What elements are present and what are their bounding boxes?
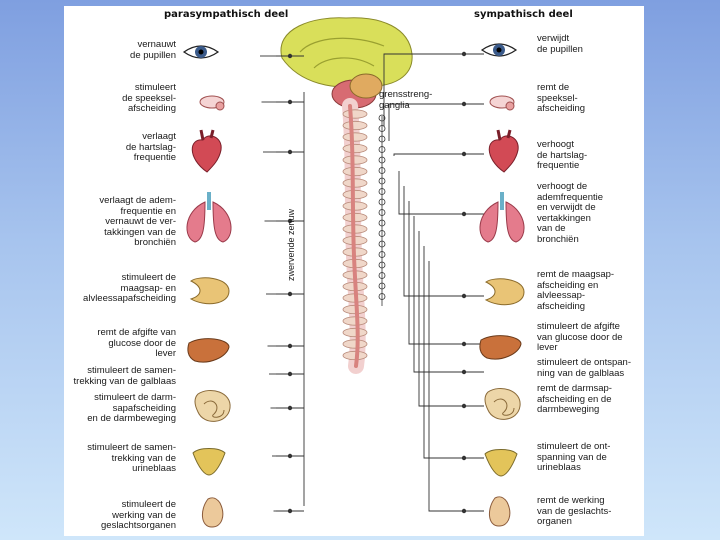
parasympathetic-header: parasympathisch deel	[164, 9, 289, 20]
para-label-saliva: stimuleert de speeksel- afscheiding	[122, 82, 176, 114]
vertebra	[342, 327, 368, 338]
symp-nerve-line	[423, 246, 484, 459]
symp-nerve-line	[403, 186, 484, 297]
symp-label-saliva: remt de speeksel- afscheiding	[537, 82, 586, 114]
para-lungs-icon	[186, 201, 206, 243]
symp-ganglion-dot	[461, 151, 467, 157]
para-genital-icon	[202, 497, 224, 528]
para-label-heart: verlaagt de hartslag- frequentie	[125, 131, 176, 163]
para-label-gallbladder: stimuleert de samen- trekking van de gal…	[73, 365, 176, 387]
vertebra	[342, 143, 368, 154]
vertebra	[342, 155, 368, 165]
para-ganglion-dot	[287, 343, 293, 349]
symp-genital-icon	[489, 496, 511, 527]
para-ganglion-dot	[287, 291, 293, 297]
para-intestine-icon	[194, 390, 231, 422]
para-liver-icon	[187, 338, 230, 363]
symp-label-heart: verhoogt de hartslag- frequentie	[537, 139, 588, 171]
para-label-lungs: verlaagt de adem- frequentie en vernauwt…	[99, 195, 176, 248]
vertebra	[342, 120, 368, 131]
symp-ganglion-dot	[461, 341, 467, 347]
symp-label-gallbladder: stimuleert de ontspan- ning van de galbl…	[537, 357, 631, 379]
para-label-bladder: stimuleert de samen- trekking van de uri…	[87, 442, 176, 474]
symp-ganglion-dot	[461, 369, 467, 375]
symp-label-bladder: stimuleert de ont- spanning van de urine…	[537, 441, 611, 473]
para-lungs-icon	[212, 201, 232, 243]
nervous-system-diagram	[182, 17, 525, 528]
symp-lungs-icon	[479, 201, 499, 243]
symp-ganglion-dot	[461, 403, 467, 409]
symp-nerve-line	[398, 171, 484, 215]
para-ganglion-dot	[287, 99, 293, 105]
para-label-genital: stimuleert de werking van de geslachtsor…	[101, 499, 176, 531]
symp-label-lungs: verhoogt de ademfrequentie en verwijdt d…	[537, 181, 604, 245]
para-heart-icon	[199, 129, 215, 141]
symp-intestine-icon	[493, 398, 515, 416]
para-salivary-gland-icon	[215, 101, 225, 111]
ganglia-label: grensstreng- ganglia	[379, 89, 433, 111]
symp-nerve-line	[408, 201, 484, 345]
diagram-sheet: parasympathisch deel sympathisch deel gr…	[64, 6, 644, 536]
vertebra	[342, 316, 368, 326]
spinal-cord	[348, 104, 360, 368]
brain-fold	[313, 57, 375, 69]
symp-label-stomach: remt de maagsap- afscheiding en alvleess…	[537, 269, 615, 312]
symp-bladder-icon	[484, 449, 518, 477]
symp-nerve-line	[383, 53, 484, 126]
symp-ganglion-dot	[461, 293, 467, 299]
vertebra	[342, 132, 368, 142]
symp-heart-icon	[488, 135, 519, 173]
symp-label-liver: stimuleert de afgifte van glucose door d…	[537, 321, 623, 353]
vertebra	[342, 178, 368, 188]
para-ganglion-dot	[287, 218, 293, 224]
para-heart-icon	[191, 135, 222, 173]
symp-nerve-line	[428, 261, 484, 512]
para-label-eye: vernauwt de pupillen	[130, 39, 176, 61]
symp-nerve-line	[413, 216, 484, 373]
symp-ganglion-dot	[461, 101, 467, 107]
brain-fold	[299, 37, 385, 53]
para-ganglion-dot	[287, 53, 293, 59]
symp-nerve-line	[388, 103, 484, 141]
symp-liver-icon	[479, 335, 522, 360]
symp-lungs-icon	[505, 201, 525, 243]
brain-cerebrum	[280, 17, 413, 88]
para-label-intestine: stimuleert de darm- sapafscheiding en de…	[87, 392, 176, 424]
para-bladder-icon	[192, 448, 226, 476]
para-ganglion-dot	[287, 371, 293, 377]
sympathetic-header: sympathisch deel	[474, 9, 573, 20]
symp-label-intestine: remt de darmsap- afscheiding en de darmb…	[537, 383, 612, 415]
vertebra	[342, 339, 368, 349]
para-label-stomach: stimuleert de maagsap- en alvleessapafsc…	[83, 272, 176, 304]
para-stomach-icon	[189, 277, 230, 305]
symp-ganglion-dot	[461, 455, 467, 461]
para-ganglion-dot	[287, 405, 293, 411]
vagus-nerve-label: zwervende zenuw	[286, 208, 296, 281]
vertebra	[342, 166, 368, 177]
symp-ganglion-dot	[461, 211, 467, 217]
symp-stomach-icon	[484, 278, 525, 306]
para-label-liver: remt de afgifte van glucose door de leve…	[97, 327, 176, 359]
symp-intestine-icon	[484, 388, 521, 420]
symp-heart-icon	[496, 129, 512, 141]
symp-label-eye: verwijdt de pupillen	[537, 33, 583, 55]
para-ganglion-dot	[287, 453, 293, 459]
symp-ganglion-dot	[461, 51, 467, 57]
symp-nerve-line	[393, 153, 484, 156]
para-ganglion-dot	[287, 149, 293, 155]
symp-salivary-gland-icon	[505, 101, 515, 111]
symp-label-genital: remt de werking van de geslachts- organe…	[537, 495, 612, 527]
symp-ganglion-dot	[461, 508, 467, 514]
para-ganglion-dot	[287, 508, 293, 514]
vertebra	[342, 189, 368, 200]
vertebra	[342, 109, 368, 119]
para-intestine-icon	[203, 400, 225, 418]
symp-eye-icon	[496, 47, 502, 53]
cerebellum	[349, 73, 383, 99]
para-eye-icon	[198, 49, 204, 55]
